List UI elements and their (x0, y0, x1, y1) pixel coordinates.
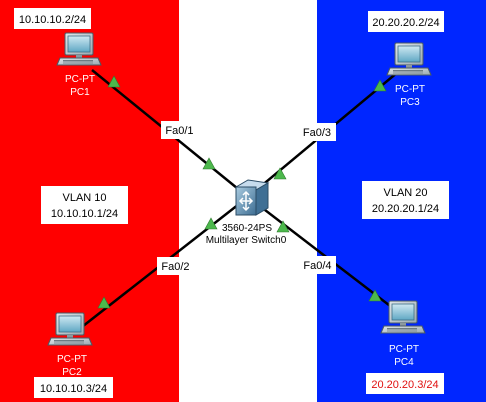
vlan20-label: VLAN 20 20.20.20.1/24 (362, 181, 449, 219)
svg-text:20.20.20.3/24: 20.20.20.3/24 (371, 379, 438, 391)
svg-text:10.10.10.3/24: 10.10.10.3/24 (40, 383, 107, 395)
pc1-node[interactable]: PC-PT PC1 (56, 32, 102, 98)
vlan10-label: VLAN 10 10.10.10.1/24 (41, 186, 128, 224)
pc3-ip-label: 20.20.20.2/24 (368, 11, 444, 32)
port-label-pc4: Fa0/4 (299, 256, 336, 274)
switch-node[interactable]: 3560-24PS Multilayer Switch0 (206, 179, 287, 246)
port-label-text: Fa0/4 (303, 260, 331, 272)
pc3-node[interactable]: PC-PT PC3 (386, 42, 432, 108)
vlan20-name: VLAN 20 (383, 187, 427, 199)
port-label-text: Fa0/3 (303, 127, 331, 139)
switch-name: Multilayer Switch0 (206, 235, 287, 246)
pc2-node[interactable]: PC-PT PC2 (47, 312, 93, 378)
svg-text:10.10.10.2/24: 10.10.10.2/24 (19, 14, 86, 26)
port-label-pc1: Fa0/1 (161, 121, 198, 139)
pc4-ip-label: 20.20.20.3/24 (366, 373, 444, 394)
link-pc1-host-status-icon (107, 75, 121, 88)
link-pc3-switch-status-icon (273, 167, 287, 180)
port-label-text: Fa0/2 (161, 261, 189, 273)
pc1-type: PC-PT (65, 74, 95, 85)
link-pc2-switch-status-icon (204, 217, 218, 230)
link-pc2-host-status-icon (97, 296, 111, 309)
vlan10-gateway: 10.10.10.1/24 (51, 208, 118, 220)
pc1-name: PC1 (70, 87, 90, 98)
pc4-node[interactable]: PC-PT PC4 (380, 300, 426, 368)
link-pc4-switch[interactable] (247, 196, 399, 313)
link-pc4-host-status-icon (368, 289, 382, 302)
port-label-text: Fa0/1 (165, 125, 193, 137)
link-pc4-switch-status-icon (276, 220, 290, 233)
pc1-ip-label: 10.10.10.2/24 (14, 8, 91, 29)
pc2-type: PC-PT (57, 354, 87, 365)
switch-model: 3560-24PS (222, 223, 272, 234)
link-pc1-switch-status-icon (202, 157, 216, 170)
svg-text:20.20.20.2/24: 20.20.20.2/24 (372, 17, 439, 29)
pc4-name: PC4 (394, 357, 414, 368)
pc3-name: PC3 (400, 97, 420, 108)
pc4-type: PC-PT (389, 344, 419, 355)
pc2-ip-label: 10.10.10.3/24 (34, 377, 113, 398)
link-pc3-host-status-icon (373, 79, 387, 92)
pc2-name: PC2 (62, 367, 82, 378)
port-label-pc3: Fa0/3 (298, 123, 336, 141)
multilayer-switch-icon (234, 179, 270, 216)
port-label-pc2: Fa0/2 (157, 257, 194, 275)
vlan20-gateway: 20.20.20.1/24 (372, 203, 439, 215)
vlan10-name: VLAN 10 (62, 192, 106, 204)
pc3-type: PC-PT (395, 84, 425, 95)
